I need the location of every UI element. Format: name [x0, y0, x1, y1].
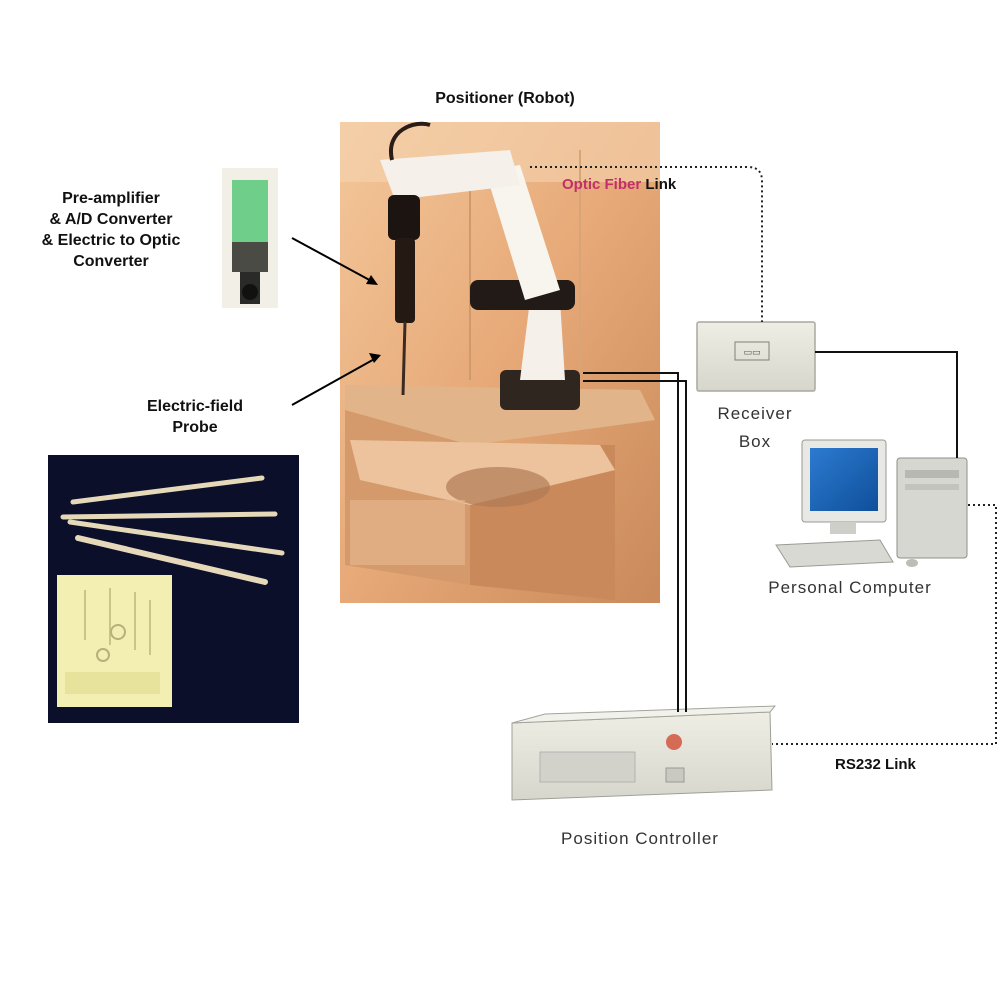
positioner-label-text: Positioner (Robot) — [435, 90, 575, 107]
optic-fiber-link-label: Optic Fiber Link — [562, 176, 676, 193]
receiver-box-illustration: ▭▭ — [696, 321, 816, 392]
robot-controller-cable — [583, 372, 687, 712]
rs232-link-label-text: RS232 Link — [835, 756, 916, 773]
probe-photo — [48, 455, 299, 723]
preamplifier-label-line-1: Pre-amplifier — [62, 190, 160, 207]
receiver-box-label: Receiver Box — [690, 400, 820, 456]
receiver-box-label-line-2: Box — [738, 432, 772, 451]
personal-computer-illustration — [775, 439, 968, 568]
optic-fiber-link-line — [530, 166, 763, 322]
preamplifier-photo — [222, 168, 278, 308]
probe-label: Electric-field Probe — [105, 396, 285, 438]
optic-fiber-link-label-part-1: Optic Fiber — [562, 176, 642, 193]
preamplifier-label-line-2: & A/D Converter — [49, 211, 173, 228]
positioner-label: Positioner (Robot) — [380, 88, 630, 109]
preamplifier-label-line-3: & Electric to Optic — [41, 232, 181, 249]
rs232-link-label: RS232 Link — [835, 756, 916, 773]
svg-text:▭▭: ▭▭ — [743, 348, 760, 358]
position-controller-illustration — [511, 705, 777, 801]
preamplifier-label: Pre-amplifier & A/D Converter & Electric… — [0, 188, 222, 272]
probe-label-line-2: Probe — [172, 419, 218, 436]
position-controller-label-text: Position Controller — [561, 829, 719, 848]
receiver-box-label-line-1: Receiver — [717, 404, 793, 423]
optic-fiber-link-label-part-2: Link — [645, 176, 677, 193]
personal-computer-label: Personal Computer — [735, 578, 965, 598]
position-controller-label: Position Controller — [520, 829, 760, 849]
probe-label-line-1: Electric-field — [146, 398, 244, 415]
personal-computer-label-text: Personal Computer — [768, 578, 932, 597]
receiver-to-computer-line — [815, 351, 958, 458]
pointer-arrows — [291, 237, 381, 406]
preamplifier-label-line-4: Converter — [73, 253, 149, 270]
robot-photo — [340, 121, 660, 603]
